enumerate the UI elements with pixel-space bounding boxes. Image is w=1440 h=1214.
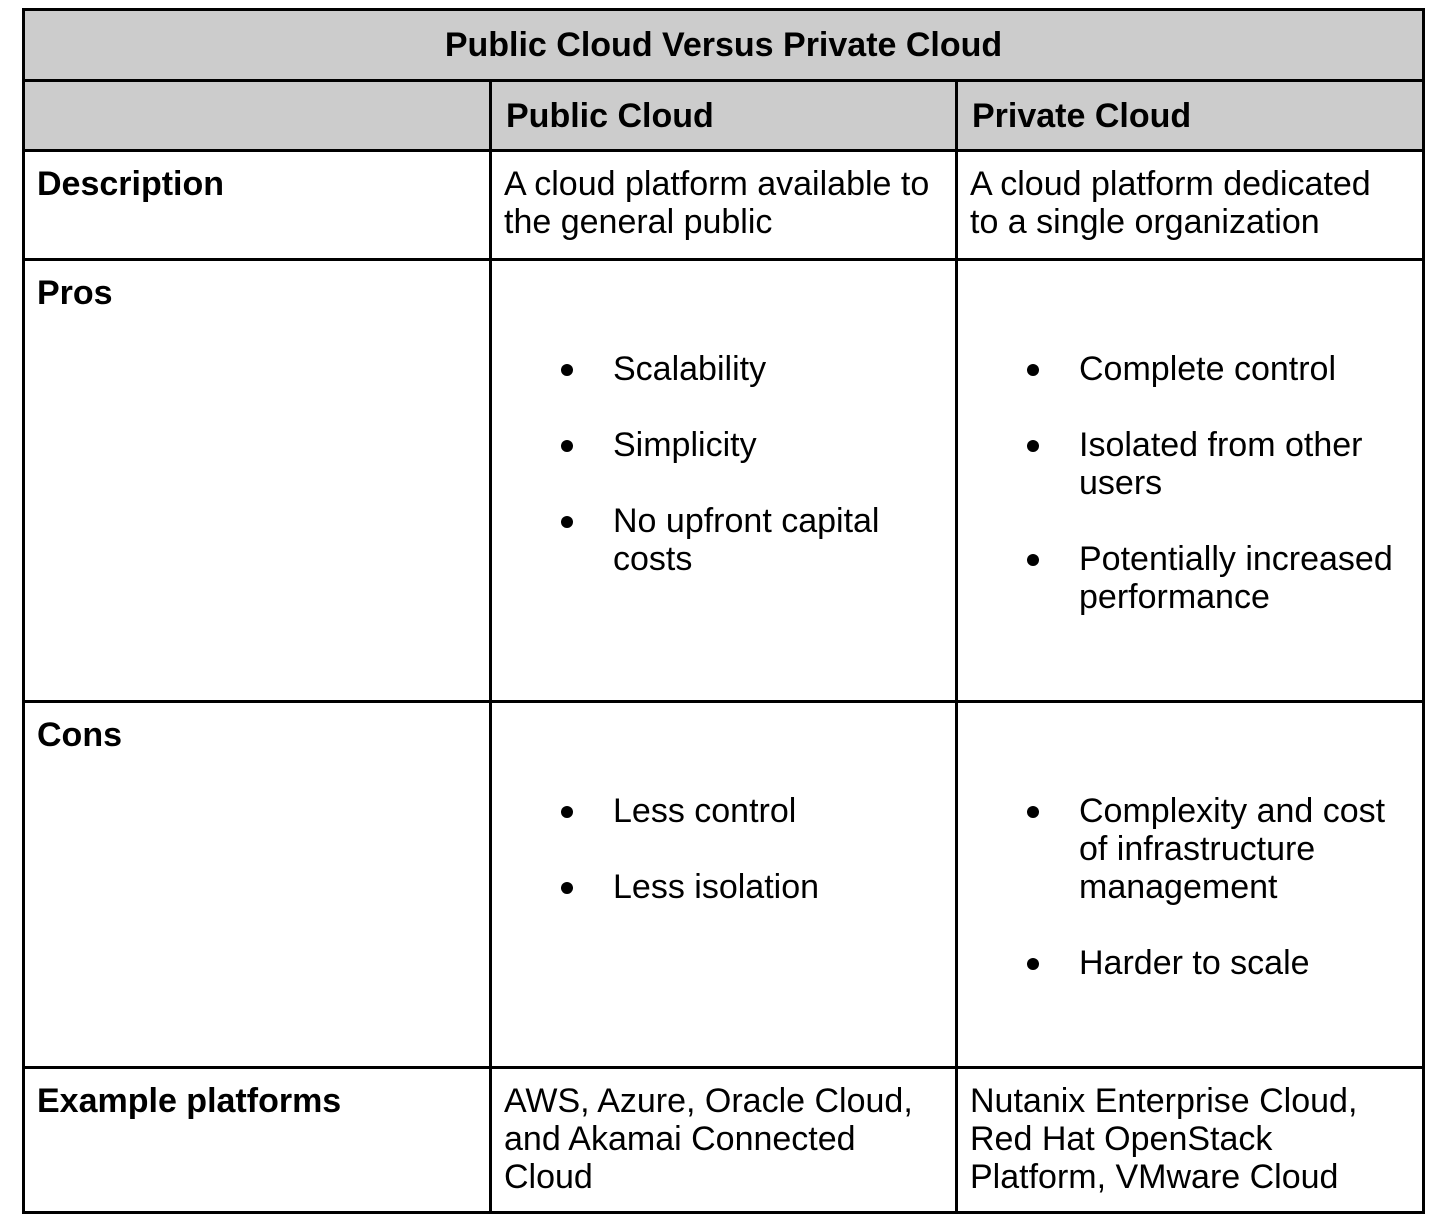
examples-private-cell: Nutanix Enterprise Cloud, Red Hat OpenSt… [954, 1066, 1426, 1214]
row-label-example-platforms: Example platforms [22, 1066, 492, 1214]
cons-public-list: Less control Less isolation [504, 754, 945, 944]
comparison-table: Public Cloud Versus Private Cloud Public… [21, 8, 1426, 1214]
table-header-row: Public Cloud Private Cloud [22, 79, 1426, 152]
table-title-row: Public Cloud Versus Private Cloud [21, 8, 1426, 82]
column-header-public: Public Cloud [489, 79, 958, 152]
list-item: Harder to scale [1027, 944, 1411, 982]
pros-row: Pros Scalability Simplicity No upfront c… [22, 258, 1426, 703]
cons-private-cell: Complexity and cost of infrastructure ma… [954, 700, 1426, 1069]
pros-private-cell: Complete control Isolated from other use… [954, 258, 1426, 703]
description-public-cell: A cloud platform available to the genera… [489, 149, 958, 261]
description-private-cell: A cloud platform dedicated to a single o… [954, 149, 1426, 261]
list-item: Scalability [561, 350, 945, 388]
list-item: Potentially increased performance [1027, 540, 1411, 616]
list-item: Simplicity [561, 426, 945, 464]
list-item: Isolated from other users [1027, 426, 1411, 502]
pros-public-cell: Scalability Simplicity No upfront capita… [489, 258, 958, 703]
cons-private-list: Complexity and cost of infrastructure ma… [970, 754, 1412, 1020]
row-label-description: Description [22, 149, 492, 261]
list-item: Less isolation [561, 868, 945, 906]
row-label-cons: Cons [22, 700, 492, 1069]
header-empty-cell [22, 79, 492, 152]
comparison-table-container: Public Cloud Versus Private Cloud Public… [21, 8, 1426, 1214]
list-item: Complexity and cost of infrastructure ma… [1027, 792, 1411, 906]
cons-row: Cons Less control Less isolation Complex… [22, 700, 1426, 1069]
column-header-private: Private Cloud [954, 79, 1426, 152]
examples-public-cell: AWS, Azure, Oracle Cloud, and Akamai Con… [489, 1066, 958, 1214]
example-platforms-row: Example platforms AWS, Azure, Oracle Clo… [22, 1066, 1426, 1214]
description-row: Description A cloud platform available t… [22, 149, 1426, 261]
cons-public-cell: Less control Less isolation [489, 700, 958, 1069]
table-title: Public Cloud Versus Private Cloud [21, 8, 1426, 82]
pros-private-list: Complete control Isolated from other use… [970, 312, 1412, 654]
list-item: No upfront capital costs [561, 502, 945, 578]
list-item: Complete control [1027, 350, 1411, 388]
pros-public-list: Scalability Simplicity No upfront capita… [504, 312, 945, 616]
row-label-pros: Pros [22, 258, 492, 703]
list-item: Less control [561, 792, 945, 830]
